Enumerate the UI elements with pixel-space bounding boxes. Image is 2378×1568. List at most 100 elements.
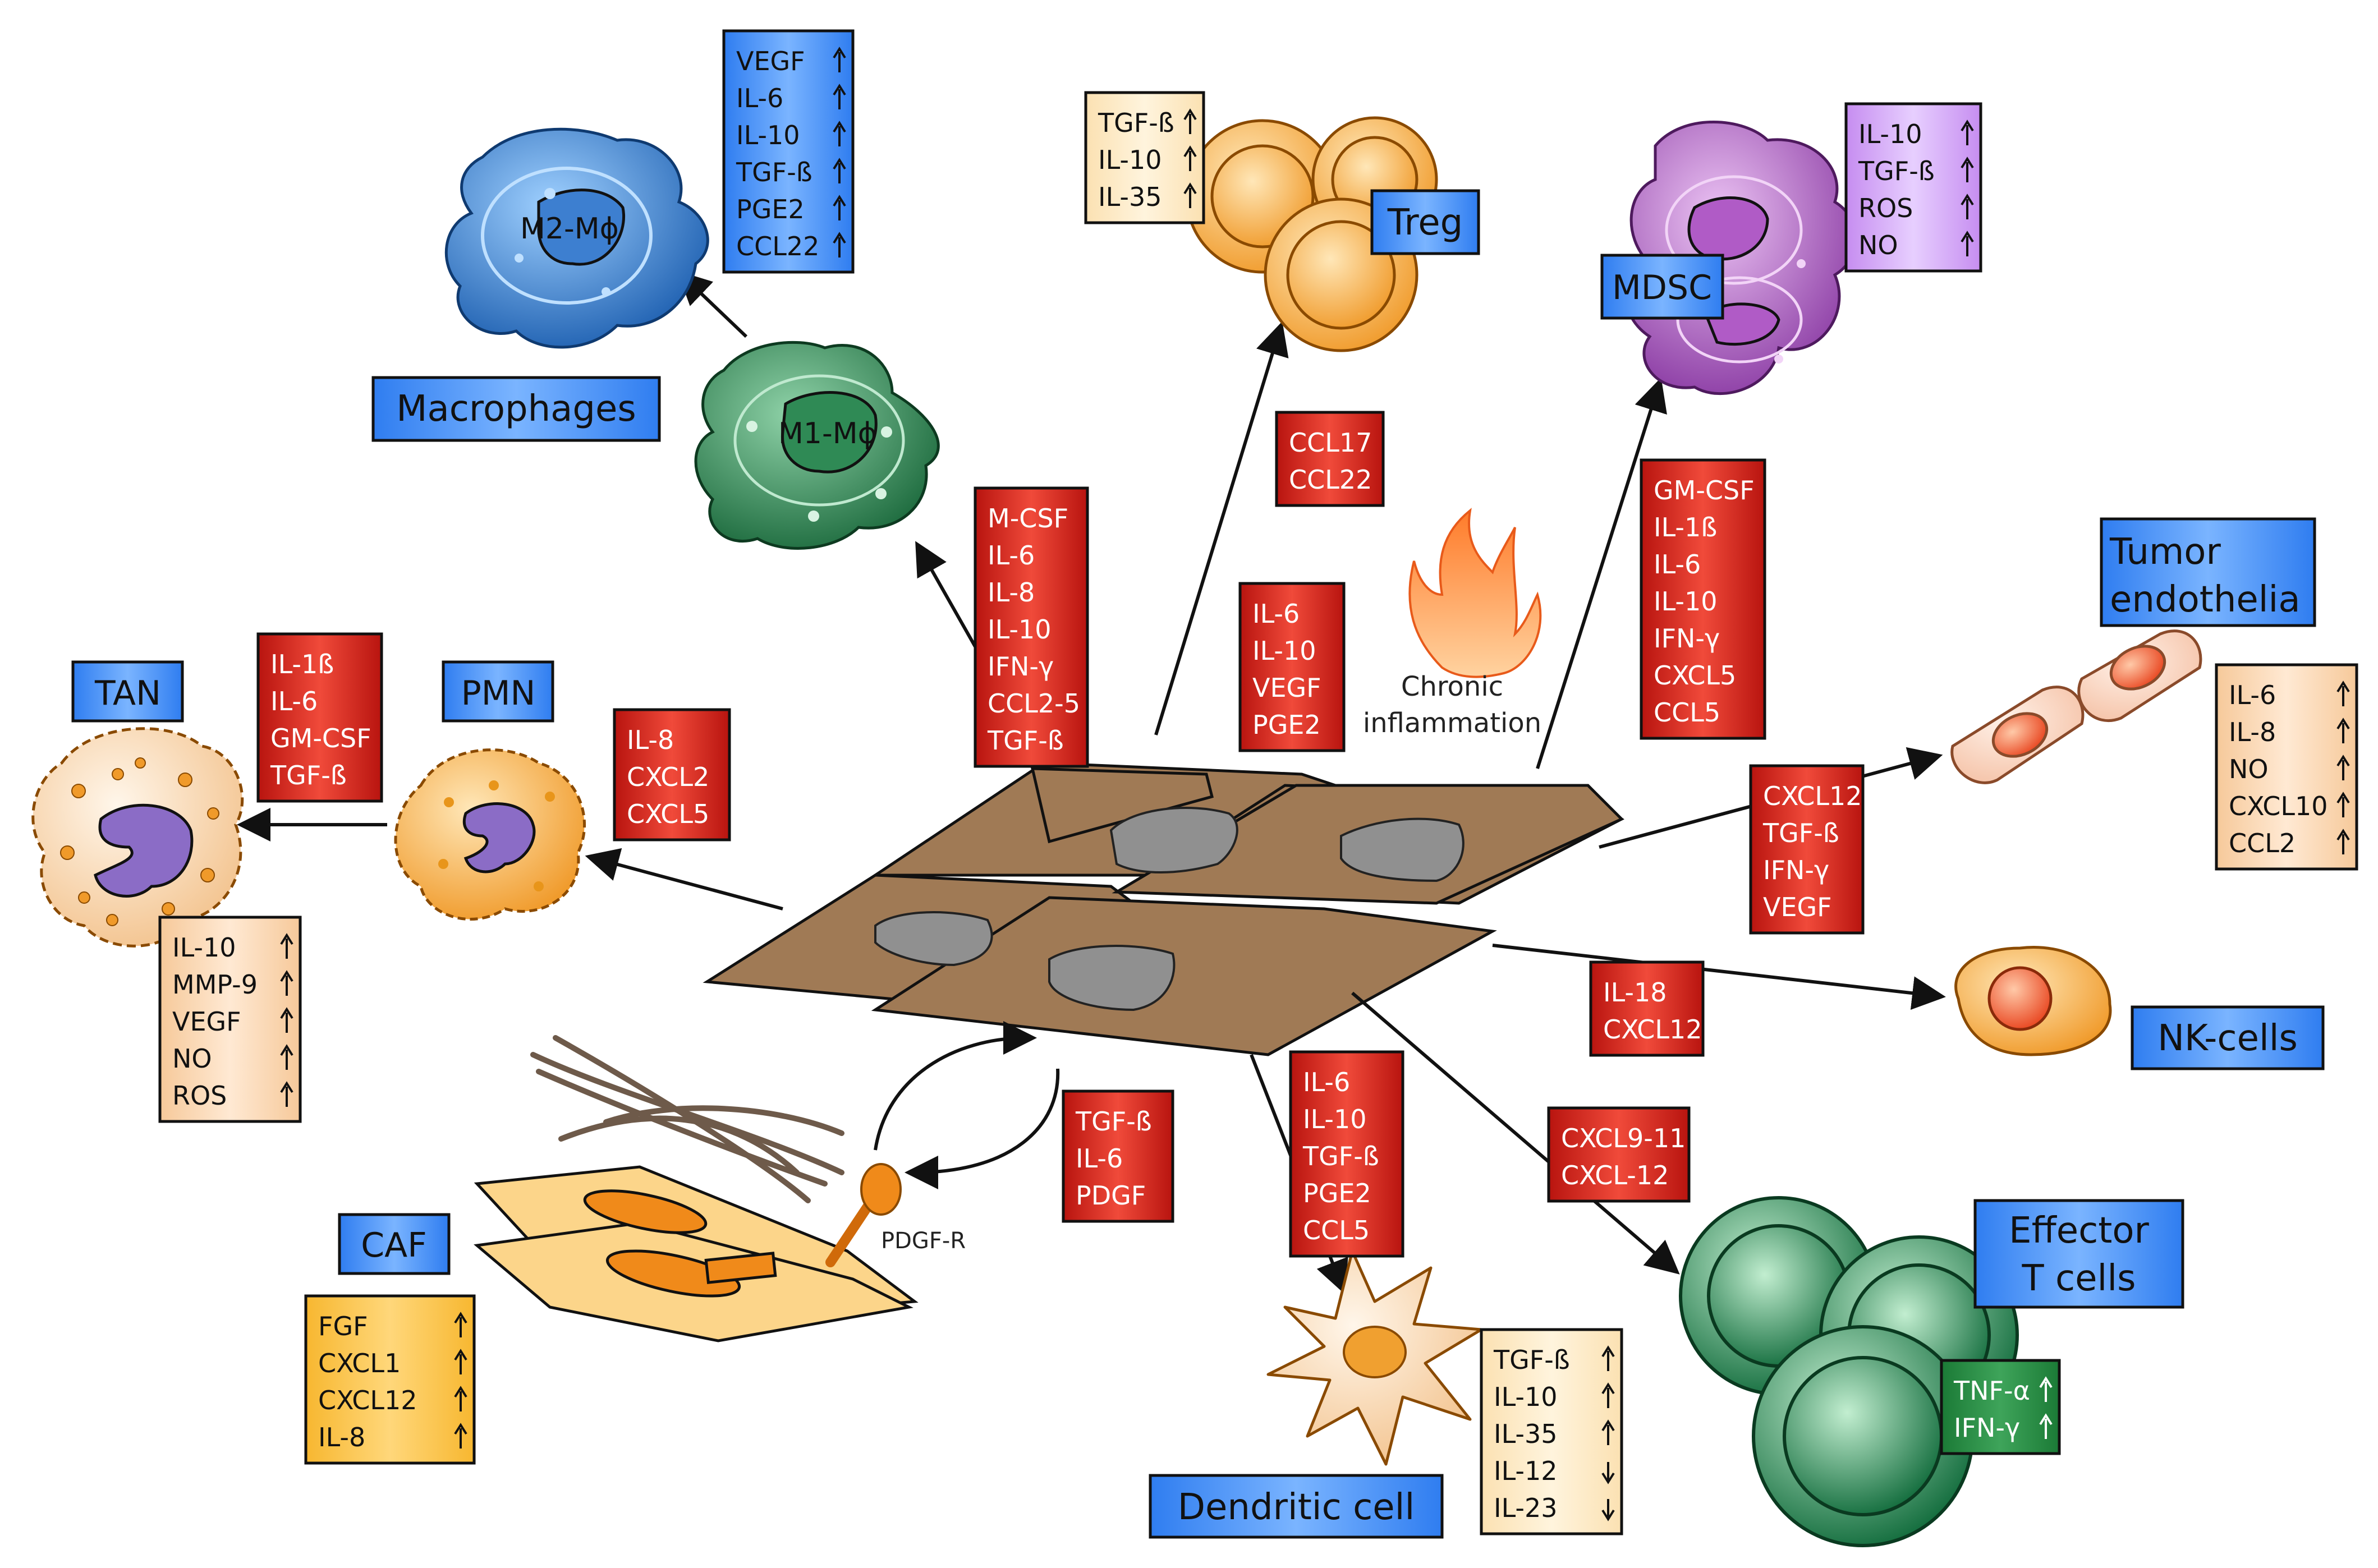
signal-label: IFN-γ xyxy=(1763,855,1829,885)
pdgfr-label: PDGF-R xyxy=(881,1228,966,1254)
m2-macrophage-cell: M2-Mϕ xyxy=(444,127,709,349)
arrow-up-icon xyxy=(833,158,846,183)
caf-fibers xyxy=(530,1035,844,1203)
signal-label: IL-6 xyxy=(270,686,318,716)
signal-label: IFN-γ xyxy=(1654,623,1720,654)
signal-label: TGF-ß xyxy=(987,725,1064,756)
mdsc-label-box: MDSC xyxy=(1600,254,1724,320)
arrow-up-icon xyxy=(280,1081,293,1107)
cell-labels: Macrophages Treg MDSC Tumor endothelia T… xyxy=(71,189,2325,1539)
signal-label: TGF-ß xyxy=(1493,1345,1570,1375)
arrow-up-icon xyxy=(2336,829,2350,854)
signal-label: IL-8 xyxy=(988,577,1035,608)
arrow-up-icon xyxy=(1601,1419,1615,1445)
arrow-up-icon xyxy=(1601,1382,1615,1408)
arrow-up-icon xyxy=(280,1044,293,1070)
arrow-tumor-to-caf xyxy=(905,1068,1060,1189)
signal-label: IL-6 xyxy=(988,540,1035,571)
signal-label: PGE2 xyxy=(1303,1178,1371,1208)
signal-label: TGF-ß xyxy=(1858,156,1935,186)
signal-label: CXCL5 xyxy=(627,799,709,829)
m1-label: M1-Mϕ xyxy=(778,417,877,450)
m1-macrophage-cell: M1-Mϕ xyxy=(694,341,940,550)
signal-label: IL-10 xyxy=(1654,586,1718,617)
tumor-endothelia-label-2: endothelia xyxy=(2110,579,2301,620)
flame-icon xyxy=(1408,508,1542,678)
signal-label: IL-35 xyxy=(1098,182,1162,212)
signal-label: IL-18 xyxy=(1603,977,1667,1008)
tumor-endothelia-label-1: Tumor xyxy=(2109,531,2221,573)
nk-cell xyxy=(1954,946,2112,1056)
dendritic-cell xyxy=(1266,1249,1483,1466)
signal-label: IL-1ß xyxy=(270,649,334,679)
arrow-up-icon xyxy=(833,84,846,109)
arrow-up-icon xyxy=(1601,1345,1615,1371)
arrow-up-icon xyxy=(280,1007,293,1033)
signal-label: TGF-ß xyxy=(736,157,812,187)
signal-label: CCL2 xyxy=(2229,828,2296,858)
arrow-m1-to-m2 xyxy=(677,270,748,338)
signal-label: CCL17 xyxy=(1289,427,1372,458)
arrow-up-icon xyxy=(2336,755,2350,780)
signal-label: IL-6 xyxy=(1654,549,1701,580)
pmn-label-box: PMN xyxy=(442,660,554,723)
pmn-label: PMN xyxy=(461,674,536,713)
arrow-up-icon xyxy=(454,1423,467,1449)
effector-label-2: T cells xyxy=(2022,1258,2136,1299)
signal-label: TGF-ß xyxy=(1075,1106,1152,1137)
signal-label: ROS xyxy=(172,1080,227,1111)
signal-label: IL-6 xyxy=(1303,1067,1350,1097)
signal-label: IL-1ß xyxy=(1654,512,1717,542)
signal-label: CXCL5 xyxy=(1654,660,1736,691)
signal-label: CCL2-5 xyxy=(988,688,1080,719)
signal-label: VEGF xyxy=(172,1006,241,1037)
signal-label: NO xyxy=(2229,754,2269,784)
tan-label: TAN xyxy=(94,674,161,713)
signal-label: TGF-ß xyxy=(270,760,347,790)
signal-label: TNF-α xyxy=(1953,1376,2030,1406)
signal-label: CXCL12 xyxy=(1763,781,1862,811)
signal-label: IL-23 xyxy=(1494,1493,1558,1523)
arrow-up-icon xyxy=(1183,182,1197,208)
arrow-to-mdsc xyxy=(1536,377,1667,769)
signal-label: CXCL-12 xyxy=(1561,1160,1669,1190)
signal-label: IL-10 xyxy=(988,614,1052,645)
arrows xyxy=(237,270,1946,1294)
m2-label: M2-Mϕ xyxy=(520,212,619,246)
arrow-up-icon xyxy=(280,933,293,959)
tumor-nuclei xyxy=(874,807,1465,1011)
arrow-to-nk xyxy=(1492,944,1946,1010)
arrow-up-icon xyxy=(833,232,846,257)
arrow-up-icon xyxy=(1183,145,1197,171)
macrophages-label: Macrophages xyxy=(396,388,636,430)
signal-label: CXCL9-11 xyxy=(1561,1123,1686,1153)
signal-label: FGF xyxy=(318,1311,368,1341)
tan-cell xyxy=(31,727,244,948)
signal-label: IL-10 xyxy=(1494,1382,1558,1412)
arrow-up-icon xyxy=(833,195,846,220)
arrow-up-icon xyxy=(1183,108,1197,134)
signal-label: IL-10 xyxy=(1098,145,1162,175)
nk-cells-label-box: NK-cells xyxy=(2131,1005,2325,1070)
treg-label-box: Treg xyxy=(1370,189,1480,255)
signal-label: ROS xyxy=(1858,193,1913,223)
caf-label-box: CAF xyxy=(338,1213,451,1275)
arrow-up-icon xyxy=(2336,718,2350,743)
signal-label: GM-CSF xyxy=(1654,475,1755,505)
arrow-to-treg xyxy=(1154,321,1289,735)
signal-label: IL-8 xyxy=(2229,717,2276,747)
macrophages-label-box: Macrophages xyxy=(371,376,661,442)
